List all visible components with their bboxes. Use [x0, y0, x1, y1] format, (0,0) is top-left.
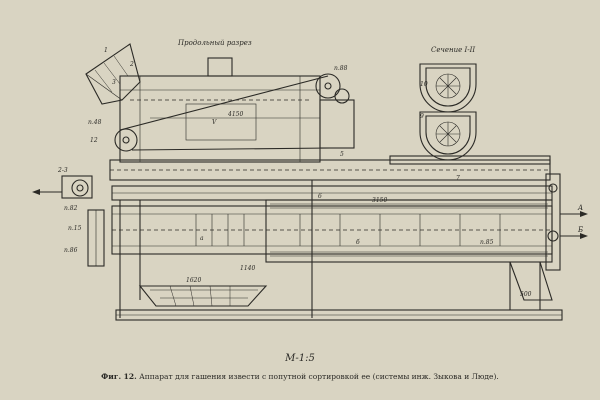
svg-text:V: V — [212, 119, 217, 126]
drum-liner — [270, 203, 548, 257]
svg-text:п.82: п.82 — [64, 205, 78, 212]
svg-text:a: a — [200, 235, 204, 242]
svg-text:2: 2 — [129, 61, 134, 68]
svg-text:10: 10 — [420, 81, 428, 88]
svg-text:п.86: п.86 — [64, 247, 78, 254]
figure-number: Фиг. 12. — [101, 372, 137, 381]
svg-text:1140: 1140 — [240, 265, 255, 272]
cross-section-upper — [419, 63, 477, 113]
svg-text:9: 9 — [420, 113, 424, 120]
svg-text:A: A — [577, 204, 583, 212]
exhaust-box — [207, 57, 233, 77]
label-section-title: Сечение I-II — [431, 46, 475, 54]
drive-pulley-top: п.88 — [315, 65, 350, 104]
dimension-middle: 3150 — [372, 197, 387, 204]
svg-text:4150: 4150 — [227, 111, 243, 118]
svg-text:12: 12 — [90, 137, 98, 144]
lower-frame: 1620 — [119, 180, 313, 318]
svg-text:3150: 3150 — [372, 197, 387, 204]
feed-hopper — [85, 43, 141, 105]
scale-label: М-1:5 — [285, 353, 315, 364]
base-beam — [115, 261, 563, 321]
agitator-blades — [195, 214, 501, 246]
right-end-assembly: A Б — [545, 173, 588, 271]
svg-text:Б: Б — [577, 226, 583, 234]
drum-body — [109, 155, 553, 263]
svg-text:6: 6 — [318, 193, 322, 200]
callout-labels: 1 2 3 12 V 5 6 a б 7 п.85 п.15 1140 500 … — [68, 47, 532, 298]
upper-housing — [119, 75, 355, 163]
cross-section-lower — [419, 111, 477, 161]
svg-text:п.85: п.85 — [480, 239, 494, 246]
left-end-assembly: 2-3 п.82 п.86 — [32, 167, 105, 267]
figure-caption: Фиг. 12. Аппарат для гашения извести с п… — [0, 372, 600, 381]
svg-text:5: 5 — [340, 151, 344, 158]
drive-pulley-left: п.48 — [88, 75, 331, 152]
svg-text:п.48: п.48 — [88, 119, 102, 126]
svg-text:п.15: п.15 — [68, 225, 82, 232]
dimension-main: 4150 — [150, 111, 320, 119]
svg-text:б: б — [356, 239, 360, 246]
svg-text:3: 3 — [112, 79, 116, 86]
svg-text:500: 500 — [520, 291, 532, 298]
figure-caption-text: Аппарат для гашения извести с попутной с… — [139, 372, 499, 381]
label-longitudinal-section: Продольный разрез — [177, 39, 252, 47]
svg-text:7: 7 — [456, 175, 460, 182]
svg-text:1: 1 — [104, 47, 108, 54]
svg-text:п.88: п.88 — [334, 65, 348, 72]
svg-text:1620: 1620 — [186, 277, 201, 284]
svg-text:2-3: 2-3 — [57, 167, 68, 174]
